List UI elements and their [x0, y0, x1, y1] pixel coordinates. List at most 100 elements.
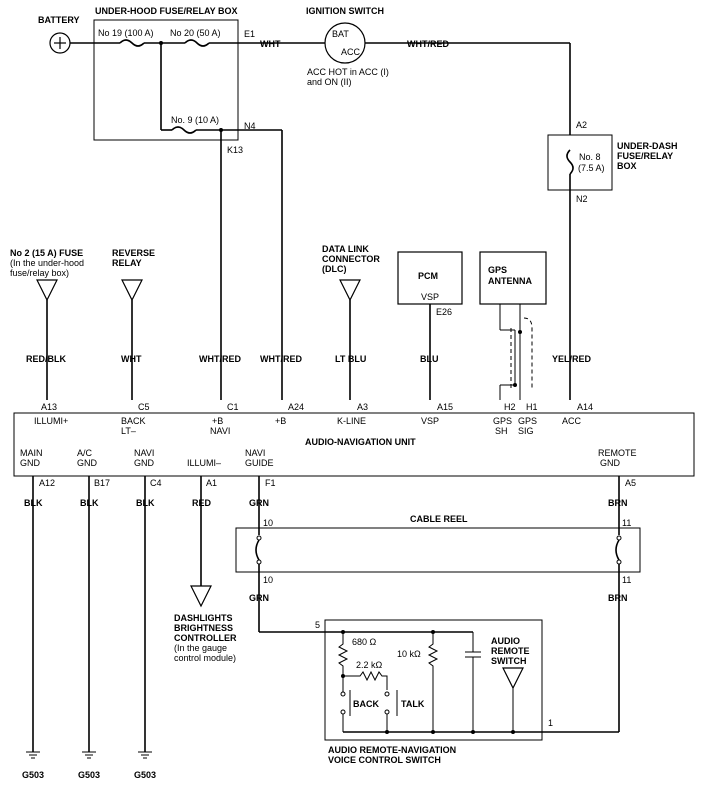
audio-remote-label-3: SWITCH	[491, 656, 527, 666]
underdash-fuse-wiring	[566, 149, 574, 400]
pin-b17: B17	[94, 478, 110, 488]
pin-h2: H2	[504, 402, 516, 412]
switch-pin-1: 1	[548, 718, 553, 728]
wire-wht-red-2: WHT/RED	[260, 354, 302, 364]
pin-c1: C1	[227, 402, 239, 412]
gps-antenna-label-1: GPS	[488, 265, 507, 275]
cable-reel-contacts	[255, 535, 622, 732]
ground-g503-3: G503	[134, 770, 156, 780]
wire-blk-2: BLK	[80, 498, 99, 508]
ignition-note-1: ACC HOT in ACC (I)	[307, 67, 389, 77]
dimmer-label-3: CONTROLLER	[174, 633, 237, 643]
dimmer-label-1: DASHLIGHTS	[174, 613, 233, 623]
unit-gps-sig-1: GPS	[518, 416, 537, 426]
underhood-fuse-wiring	[70, 39, 325, 400]
pin-a15: A15	[437, 402, 453, 412]
pin-c4: C4	[150, 478, 162, 488]
pin-n4: N4	[244, 121, 256, 131]
underdash-title-2: FUSE/RELAY	[617, 151, 673, 161]
unit-acc: ACC	[562, 416, 582, 426]
unit-back-2: LT–	[121, 426, 136, 436]
ignition-title: IGNITION SWITCH	[306, 6, 384, 16]
wire-wht: WHT	[121, 354, 142, 364]
pin-a14: A14	[577, 402, 593, 412]
unit-ac-gnd-1: A/C	[77, 448, 93, 458]
unit-main-gnd-2: GND	[20, 458, 41, 468]
pin-a13: A13	[41, 402, 57, 412]
dlc-label-3: (DLC)	[322, 264, 347, 274]
pin-a1: A1	[206, 478, 217, 488]
wire-blu: BLU	[420, 354, 439, 364]
wire-yel-red: YEL/RED	[552, 354, 592, 364]
gps-antenna-label-2: ANTENNA	[488, 276, 532, 286]
underdash-fuse-2: (7.5 A)	[578, 163, 605, 173]
voice-switch-title-1: AUDIO REMOTE-NAVIGATION	[328, 745, 456, 755]
wire-red-blk: RED/BLK	[26, 354, 66, 364]
wire-brn-2: BRN	[608, 593, 628, 603]
lower-wiring	[32, 476, 620, 752]
switch-pin-5: 5	[315, 620, 320, 630]
unit-navi-gnd-2: GND	[134, 458, 155, 468]
pin-c5: C5	[138, 402, 150, 412]
ground-g503-1: G503	[22, 770, 44, 780]
dimmer-label-4: (In the gauge	[174, 643, 227, 653]
unit-gps-sig-2: SIG	[518, 426, 534, 436]
audio-remote-label-2: REMOTE	[491, 646, 530, 656]
unit-gps-sh-1: GPS	[493, 416, 512, 426]
fuse20-label: No 20 (50 A)	[170, 28, 221, 38]
unit-b-plus: +B	[275, 416, 286, 426]
wire-grn-2: GRN	[249, 593, 269, 603]
dlc-label-2: CONNECTOR	[322, 254, 380, 264]
cable-reel-pin-11b: 11	[622, 575, 631, 585]
cable-reel-pin-10a: 10	[263, 518, 273, 528]
voice-switch-circuit	[259, 630, 619, 734]
unit-back-1: BACK	[121, 416, 146, 426]
wire-wht-top: WHT	[260, 39, 281, 49]
resistor-10k: 10 kΩ	[397, 649, 421, 659]
pin-a5: A5	[625, 478, 636, 488]
ignition-wiring	[365, 42, 571, 135]
talk-switch-label: TALK	[401, 699, 425, 709]
pin-a24: A24	[288, 402, 304, 412]
pin-a3: A3	[357, 402, 368, 412]
audio-remote-label-1: AUDIO	[491, 636, 520, 646]
unit-title: AUDIO-NAVIGATION UNIT	[305, 437, 416, 447]
audio-navigation-unit-box	[13, 412, 695, 477]
wire-grn-1: GRN	[249, 498, 269, 508]
pin-h1: H1	[526, 402, 538, 412]
pin-k13: K13	[227, 145, 243, 155]
voice-control-switch-box	[324, 619, 543, 741]
underdash-title-1: UNDER-DASH	[617, 141, 678, 151]
dimmer-label-2: BRIGHTNESS	[174, 623, 233, 633]
gps-coax-wiring	[499, 304, 533, 400]
wire-blk-1: BLK	[24, 498, 43, 508]
ignition-note-2: and ON (II)	[307, 77, 352, 87]
reverse-relay-label-2: RELAY	[112, 258, 142, 268]
pin-f1: F1	[265, 478, 276, 488]
unit-b-navi-2: NAVI	[210, 426, 230, 436]
underhood-box-outline	[93, 19, 239, 141]
ignition-bat: BAT	[332, 29, 349, 39]
unit-ac-gnd-2: GND	[77, 458, 98, 468]
wire-wht-red-top: WHT/RED	[407, 39, 449, 49]
battery-symbol	[49, 32, 71, 54]
unit-navi-gnd-1: NAVI	[134, 448, 154, 458]
dimmer-label-5: control module)	[174, 653, 236, 663]
underdash-box-outline	[547, 134, 613, 191]
resistor-2k2: 2.2 kΩ	[356, 660, 383, 670]
unit-main-gnd-1: MAIN	[20, 448, 43, 458]
voice-switch-title-2: VOICE CONTROL SWITCH	[328, 755, 441, 765]
dimmer-symbol	[190, 585, 212, 608]
cable-reel-pin-11a: 11	[622, 518, 631, 528]
underdash-pin-a2: A2	[576, 120, 587, 130]
fuse9-label: No. 9 (10 A)	[171, 115, 219, 125]
reverse-relay-symbol	[121, 279, 143, 302]
ground-symbol-3	[138, 751, 152, 759]
dlc-symbol	[339, 279, 361, 302]
cable-reel-title: CABLE REEL	[410, 514, 468, 524]
unit-navi-guide-1: NAVI	[245, 448, 265, 458]
fuse2-label-1: No 2 (15 A) FUSE	[10, 248, 83, 258]
underhood-box-title: UNDER-HOOD FUSE/RELAY BOX	[95, 6, 238, 16]
pin-e1: E1	[244, 29, 255, 39]
